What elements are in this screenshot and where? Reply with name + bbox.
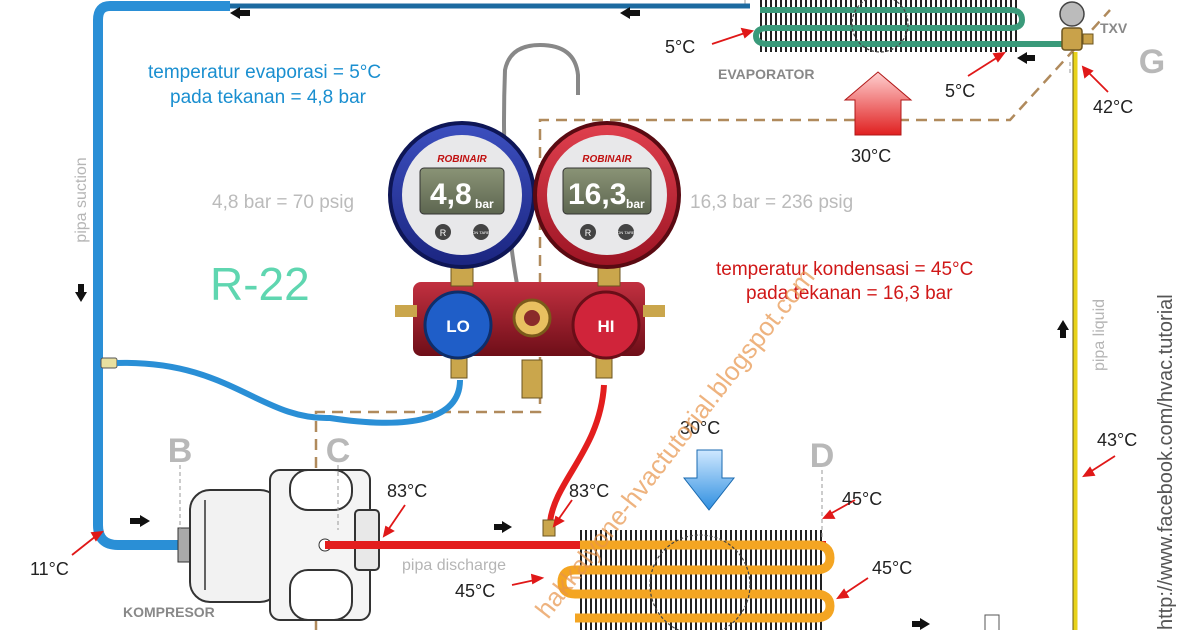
high-gauge-unit: bar (626, 197, 645, 211)
label-text: R (440, 228, 447, 238)
cond-top-temp: 45°C (842, 489, 882, 509)
lo-knob: LO (423, 290, 493, 360)
point-g: G (1139, 43, 1165, 81)
point-d: D (810, 437, 835, 475)
point-b: B (168, 432, 193, 470)
liquid-line-temp: 43°C (1097, 430, 1137, 450)
evaporator-label: EVAPORATOR (718, 66, 814, 82)
receiver-drier-icon (984, 614, 1000, 632)
side-url: http://www.facebook.com/hvac.tutorial (1155, 294, 1177, 630)
hi-knob: HI (571, 290, 641, 360)
txv-inlet-temp: 42°C (1093, 97, 1133, 117)
high-conversion: 16,3 bar = 236 psig (690, 192, 853, 213)
evap-air-temp: 30°C (851, 146, 891, 166)
low-gauge-reading: 4,8 (430, 178, 472, 211)
high-pressure-gauge: ROBINAIR 16,3 bar R ON TARE (533, 121, 681, 269)
brand-label: ROBINAIR (582, 154, 632, 165)
txv-label: TXV (1100, 20, 1128, 36)
compressor (177, 469, 380, 621)
condenser-coil (557, 530, 835, 635)
discharge-hose-temp: 83°C (569, 481, 609, 501)
evaporator-coil (752, 0, 1075, 53)
suction-pipe-label: pipa suction (73, 157, 90, 242)
point-guides (179, 62, 1071, 540)
suction-pipe (93, 0, 230, 550)
refrigerant-label: R-22 (210, 258, 310, 310)
label-text: ON TARE (617, 230, 635, 235)
evaporation-line1: temperatur evaporasi = 5°C (148, 62, 381, 83)
discharge-pipe-label: pipa discharge (402, 557, 506, 574)
txv-valve (1059, 1, 1094, 51)
evaporator-airflow-arrow (843, 71, 913, 136)
label-text: LO (446, 317, 470, 336)
discharge-temp-c: 83°C (387, 481, 427, 501)
condensation-line2: pada tekanan = 16,3 bar (746, 283, 953, 304)
low-side-hose (116, 359, 463, 426)
cond-air-temp: 30°C (680, 418, 720, 438)
condenser-airflow-arrow (682, 449, 736, 511)
evap-inlet-temp: 5°C (665, 37, 695, 57)
compressor-label: KOMPRESOR (123, 604, 215, 620)
low-pressure-gauge: ROBINAIR 4,8 bar R ON TARE (388, 121, 536, 269)
discharge-port-icon (542, 519, 556, 537)
temp-pointers (71, 27, 1116, 600)
evaporation-line2: pada tekanan = 4,8 bar (170, 87, 367, 108)
high-gauge-reading: 16,3 (568, 178, 626, 211)
suction-temp: 11°C (30, 559, 69, 579)
low-conversion: 4,8 bar = 70 psig (212, 192, 354, 213)
brand-label: ROBINAIR (437, 154, 487, 165)
label-text: HI (598, 317, 615, 336)
service-port-icon (100, 357, 118, 369)
evap-outlet-temp: 5°C (945, 81, 975, 101)
low-gauge-unit: bar (475, 197, 494, 211)
point-c: C (326, 432, 351, 470)
label-text: R (585, 228, 592, 238)
liquid-pipe-label: pipa liquid (1091, 299, 1108, 371)
label-text: ON TARE (472, 230, 490, 235)
high-side-hose (547, 384, 607, 523)
flow-arrows (75, 7, 1069, 630)
condensation-line1: temperatur kondensasi = 45°C (716, 259, 973, 280)
cond-mid-temp: 45°C (872, 558, 912, 578)
cond-left-temp: 45°C (455, 581, 495, 601)
